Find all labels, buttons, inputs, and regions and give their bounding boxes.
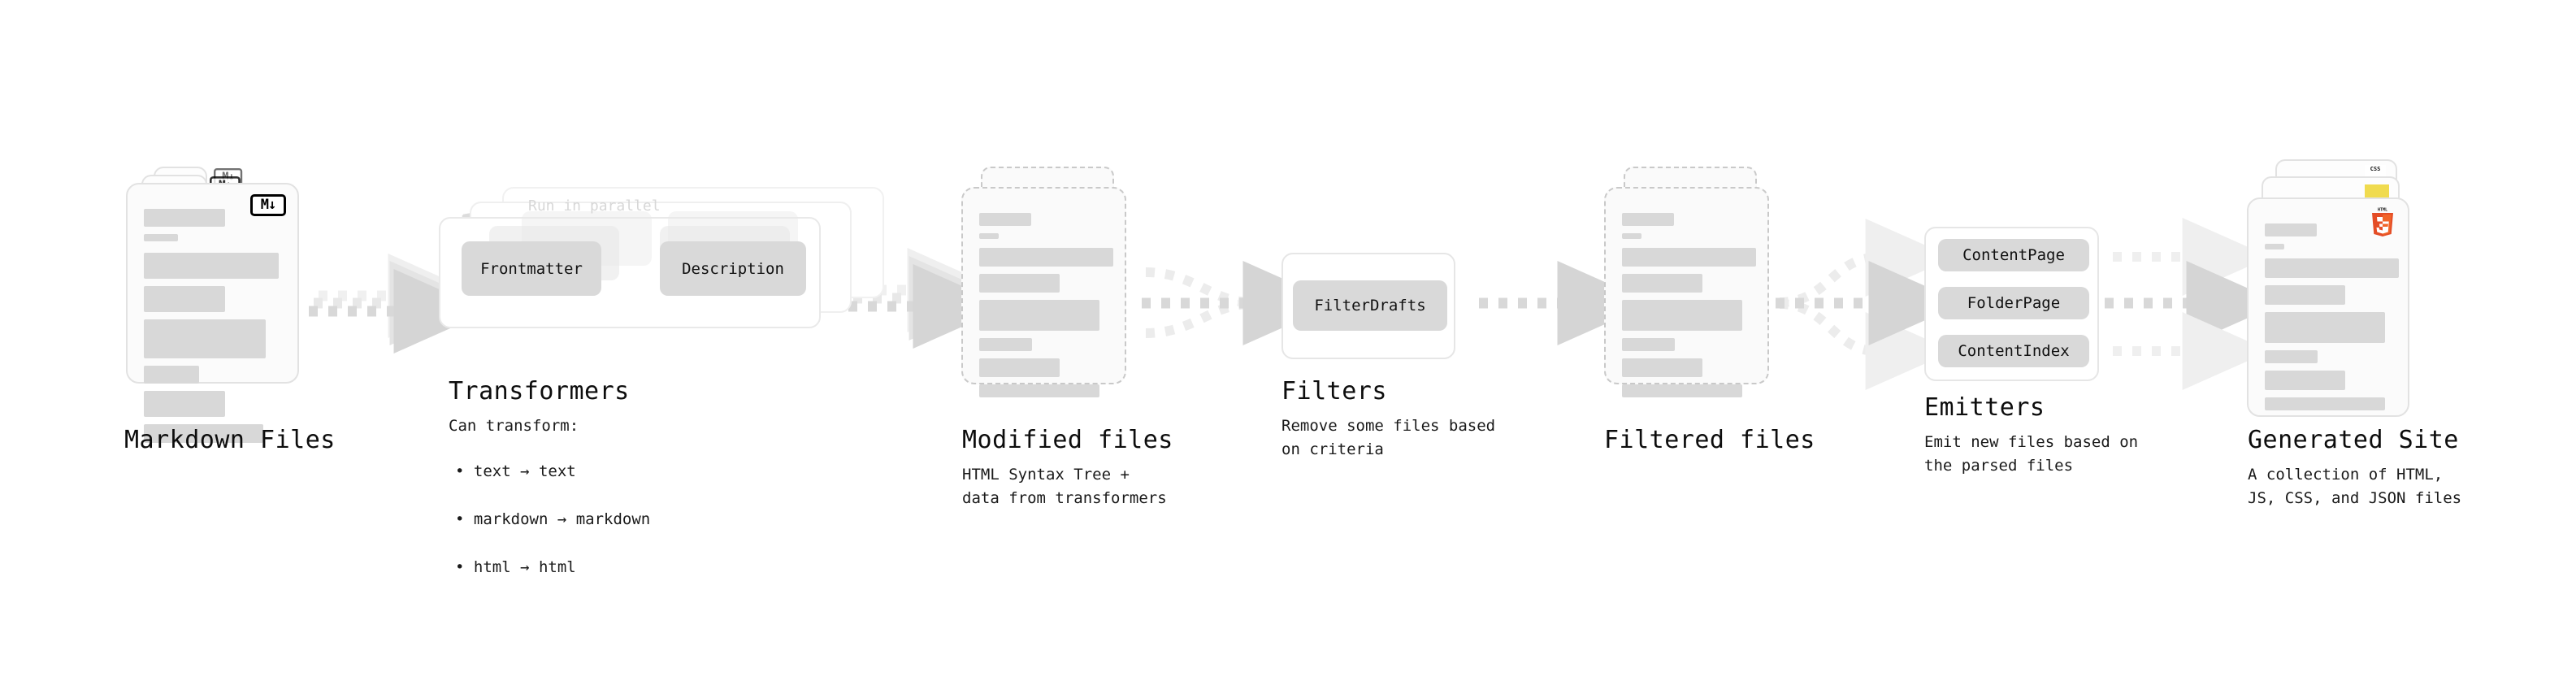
doc-line xyxy=(2265,258,2399,278)
doc-line xyxy=(2265,244,2284,249)
filtered-files-title: Filtered files xyxy=(1604,426,1815,454)
doc-line xyxy=(2265,350,2318,363)
doc-line xyxy=(1622,248,1756,267)
doc-line xyxy=(144,286,225,312)
doc-content-lines xyxy=(1622,213,1756,405)
doc-content-lines xyxy=(979,213,1113,405)
doc-line xyxy=(979,248,1113,267)
doc-line xyxy=(2265,312,2385,343)
doc-line xyxy=(1622,274,1702,293)
html5-badge: HTML xyxy=(2372,208,2393,236)
svg-text:HTML: HTML xyxy=(2378,208,2387,213)
doc-line xyxy=(1622,358,1702,377)
bullet-dot: • xyxy=(455,462,474,481)
generated-site-description: A collection of HTML, JS, CSS, and JSON … xyxy=(2248,466,2462,508)
doc-content-lines xyxy=(144,209,283,450)
transformers-title: Transformers xyxy=(449,377,630,406)
transformers-bullet-item: • markdown → markdown xyxy=(455,508,650,531)
doc-line xyxy=(2265,223,2317,236)
doc-line xyxy=(979,233,999,239)
markdown-file-card-front: M↓ xyxy=(126,183,299,443)
connector-filtered-to-emitters xyxy=(1776,219,1964,390)
doc-line xyxy=(1622,338,1675,351)
doc-line xyxy=(979,213,1031,226)
doc-line xyxy=(144,319,266,358)
connector-md-to-transformers xyxy=(309,254,489,354)
doc-content-lines xyxy=(2265,223,2399,418)
generated-site-title: Generated Site xyxy=(2248,426,2459,454)
bullet-dot: • xyxy=(455,558,474,577)
connector-emitters-to-site xyxy=(2105,218,2282,390)
doc-line xyxy=(144,209,225,227)
transformers-bullet-item: • html → html xyxy=(455,556,650,579)
bullet-text: html → html xyxy=(473,558,576,577)
transformers-description: Can transform: xyxy=(449,417,579,435)
transformers-bullets: • text → text • markdown → markdown • ht… xyxy=(455,436,650,604)
markdown-badge: M↓ xyxy=(250,194,286,216)
doc-line xyxy=(144,366,199,384)
filters-chip-filterdrafts[interactable]: FilterDrafts xyxy=(1293,280,1447,331)
emitters-title: Emitters xyxy=(1924,393,2045,422)
modified-files-title: Modified files xyxy=(962,426,1173,454)
doc-line xyxy=(2265,371,2345,390)
doc-line xyxy=(979,384,1099,397)
js-badge xyxy=(2365,184,2389,199)
doc-line xyxy=(144,391,225,417)
doc-line xyxy=(144,234,178,241)
modified-file-card-front xyxy=(961,187,1126,397)
doc-line xyxy=(979,338,1032,351)
bullet-dot: • xyxy=(455,510,474,529)
site-file-card-front: HTML xyxy=(2247,197,2409,417)
filters-title: Filters xyxy=(1281,377,1387,406)
filters-description: Remove some files based on criteria xyxy=(1281,417,1496,459)
emitters-chip-folderpage[interactable]: FolderPage xyxy=(1938,287,2089,319)
doc-line xyxy=(1622,300,1742,331)
emitters-chip-contentindex[interactable]: ContentIndex xyxy=(1938,335,2089,367)
doc-line xyxy=(1622,213,1674,226)
run-in-parallel-label: Run in parallel xyxy=(528,197,661,215)
markdown-files-title: Markdown Files xyxy=(124,426,336,454)
doc-line xyxy=(1622,384,1742,397)
transformers-bullet-item: • text → text xyxy=(455,460,650,484)
doc-line xyxy=(144,253,279,279)
doc-line xyxy=(1622,233,1641,239)
doc-line xyxy=(2265,285,2345,305)
filters-card: FilterDrafts xyxy=(1281,253,1455,359)
doc-line xyxy=(144,424,263,443)
transformer-chip-description[interactable]: Description xyxy=(660,241,806,296)
emitters-card: ContentPage FolderPage ContentIndex xyxy=(1924,227,2099,381)
doc-line xyxy=(979,358,1060,377)
doc-line xyxy=(979,274,1060,293)
bullet-text: text → text xyxy=(473,462,576,481)
doc-line xyxy=(979,300,1099,331)
doc-line xyxy=(2265,397,2385,410)
modified-files-description: HTML Syntax Tree + data from transformer… xyxy=(962,466,1167,508)
emitters-chip-contentpage[interactable]: ContentPage xyxy=(1938,239,2089,271)
connector-modified-to-filters xyxy=(1142,261,1338,345)
bullet-text: markdown → markdown xyxy=(473,510,651,529)
transformer-chip-frontmatter[interactable]: Frontmatter xyxy=(462,241,601,296)
filtered-file-card-front xyxy=(1604,187,1769,397)
emitters-description: Emit new files based on the parsed files xyxy=(1924,433,2139,475)
